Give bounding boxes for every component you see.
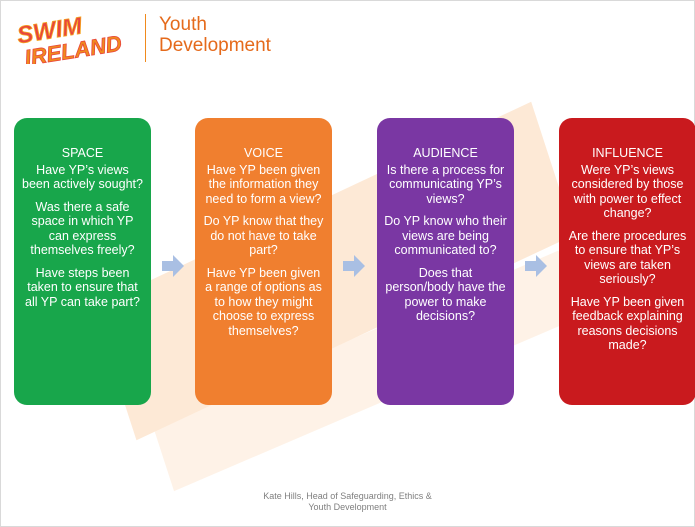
influence-box: INFLUENCE Were YP’s views considered by …: [559, 118, 695, 405]
box-question: Have steps been taken to ensure that all…: [25, 265, 140, 309]
box-question: Do YP know that they do not have to take…: [203, 214, 324, 257]
box-question: Have YP been given feedback explaining r…: [570, 294, 685, 353]
box-question: Is there a process for communicating YP’…: [386, 162, 505, 206]
box-question: Were YP’s views considered by those with…: [571, 162, 684, 221]
right-arrow-icon: [343, 255, 365, 277]
box-question: Have YP’s views been actively sought?: [22, 162, 143, 192]
box-question: Was there a safe space in which YP can e…: [30, 199, 135, 258]
title-line-1: Youth: [159, 14, 207, 35]
space-box: SPACE Have YP’s views been actively soug…: [14, 118, 151, 405]
footer-credit: Kate Hills, Head of Safeguarding, Ethics…: [0, 491, 695, 513]
box-heading: AUDIENCE: [413, 146, 478, 160]
voice-box: VOICE Have YP been given the information…: [195, 118, 332, 405]
swim-ireland-logo: SWIM IRELAND: [15, 12, 124, 64]
box-heading: SPACE: [61, 146, 104, 160]
title-line-2: Development: [159, 35, 271, 56]
box-question: Have YP been given the information they …: [205, 162, 322, 206]
right-arrow-icon: [525, 255, 547, 277]
box-question: Have YP been given a range of options as…: [205, 265, 322, 338]
footer-line-2: Youth Development: [308, 502, 387, 512]
footer-line-1: Kate Hills, Head of Safeguarding, Ethics…: [263, 491, 432, 501]
box-question: Do YP know who their views are being com…: [384, 214, 507, 257]
box-question: Are there procedures to ensure that YP’s…: [568, 228, 687, 287]
logo-divider: [145, 14, 146, 62]
box-question: Does that person/body have the power to …: [385, 265, 506, 324]
right-arrow-icon: [162, 255, 184, 277]
section-title: Youth Development: [159, 14, 271, 56]
audience-box: AUDIENCE Is there a process for communic…: [377, 118, 514, 405]
box-heading: INFLUENCE: [592, 146, 663, 160]
box-heading: VOICE: [244, 146, 283, 160]
